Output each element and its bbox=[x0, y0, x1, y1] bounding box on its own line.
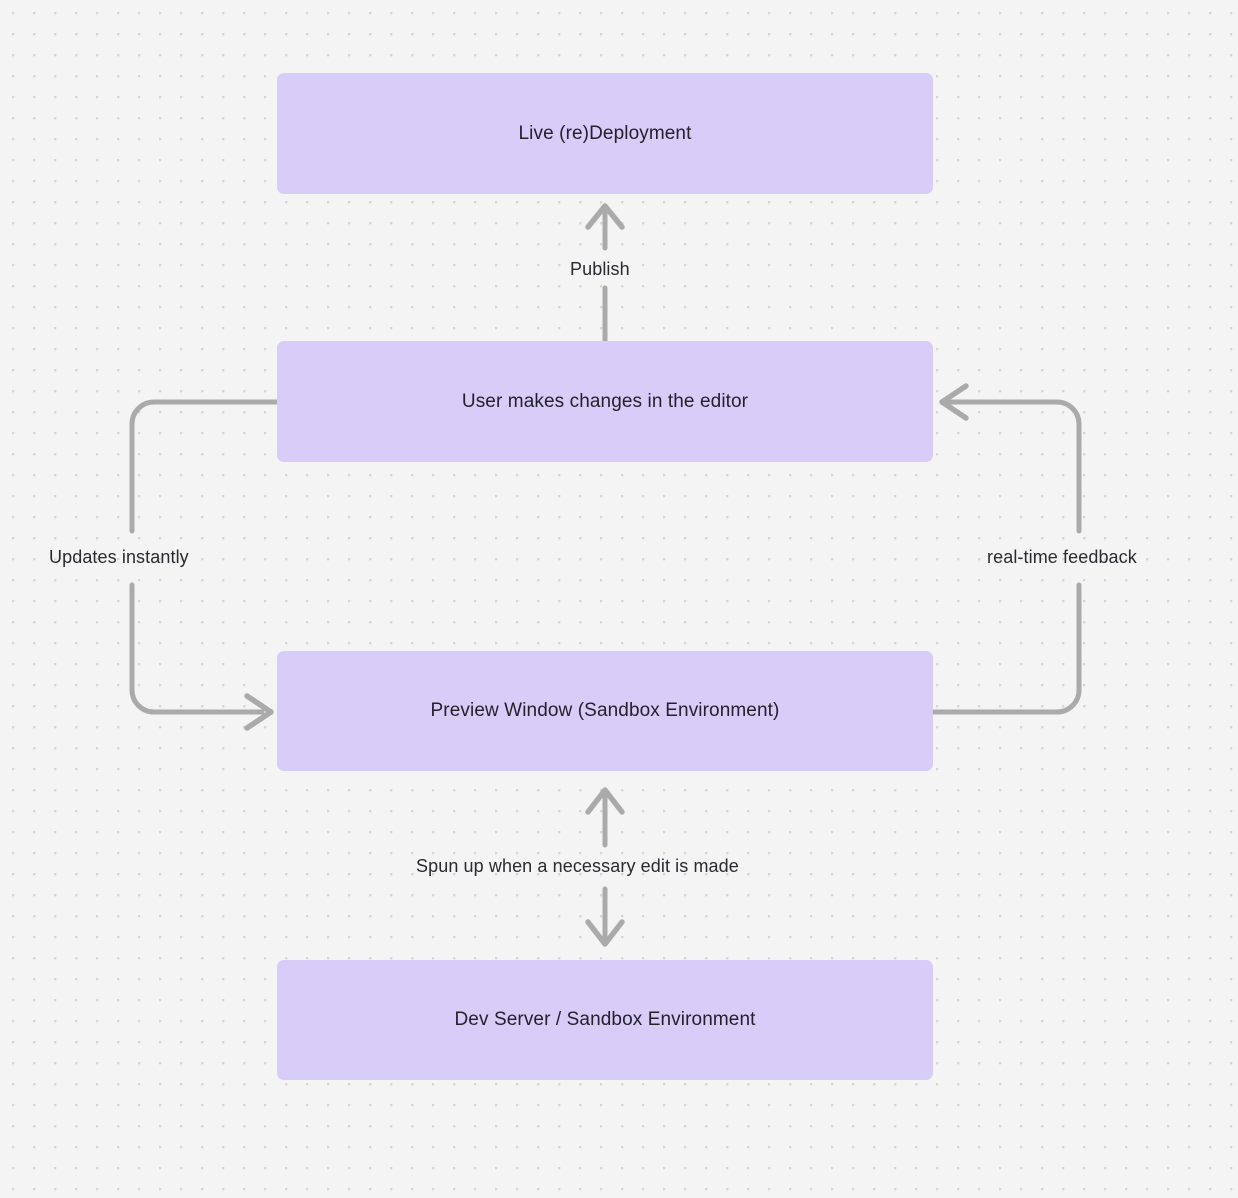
edge-label-spun-up: Spun up when a necessary edit is made bbox=[416, 856, 739, 876]
node-live-redeployment-label: Live (re)Deployment bbox=[518, 122, 692, 144]
node-user-makes-changes-label: User makes changes in the editor bbox=[461, 390, 749, 412]
edge-label-real-time-feedback: real-time feedback bbox=[987, 547, 1137, 567]
node-dev-server-label: Dev Server / Sandbox Environment bbox=[454, 1009, 756, 1031]
node-user-makes-changes[interactable]: User makes changes in the editor bbox=[277, 341, 933, 462]
node-live-redeployment[interactable]: Live (re)Deployment bbox=[277, 73, 933, 194]
edge-label-publish: Publish bbox=[570, 259, 630, 279]
node-preview-window-label: Preview Window (Sandbox Environment) bbox=[430, 700, 780, 722]
edge-label-updates-instantly: Updates instantly bbox=[49, 547, 189, 567]
node-dev-server[interactable]: Dev Server / Sandbox Environment bbox=[277, 960, 933, 1080]
node-preview-window[interactable]: Preview Window (Sandbox Environment) bbox=[277, 651, 933, 771]
